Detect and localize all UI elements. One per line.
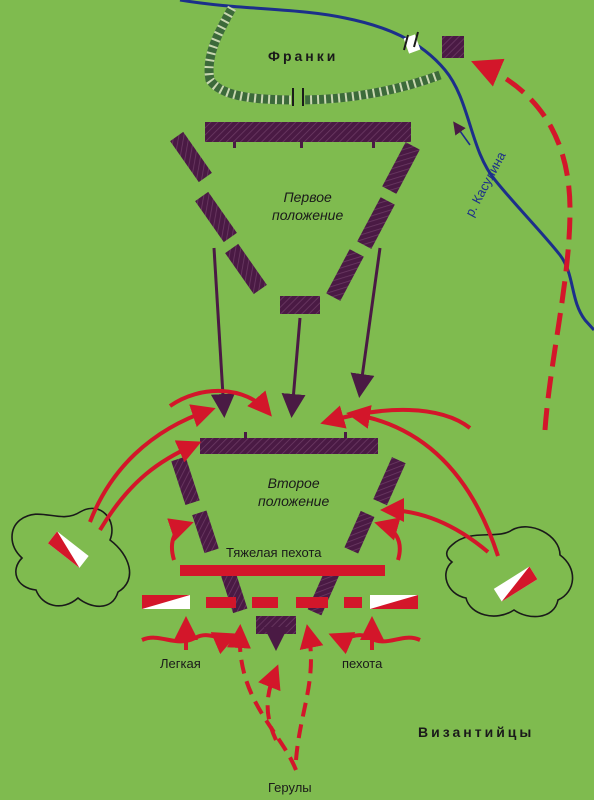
byzantine-left-cavalry: [11, 388, 272, 608]
byzantine-flank-route: [471, 58, 573, 431]
frankish-detachment: [442, 36, 464, 58]
label-heavy-infantry: Тяжелая пехота: [226, 545, 322, 560]
label-second-position-line1: Второе: [267, 475, 320, 491]
frankish-first-position: [170, 122, 420, 314]
heruli-arrows: [227, 624, 324, 771]
label-byzantines: Византийцы: [418, 724, 535, 740]
frankish-camp: [204, 5, 442, 106]
label-light-infantry-right: пехота: [342, 656, 383, 671]
frankish-second-position: [171, 432, 406, 651]
label-first-position-line2: положение: [272, 207, 344, 223]
byzantine-front-line: [142, 595, 418, 609]
label-first-position-line1: Первое: [283, 189, 332, 205]
river-label-arrow: [453, 121, 471, 146]
byzantine-right-cavalry: [320, 405, 574, 618]
label-first-position: Первое положение: [272, 188, 343, 224]
label-second-position-line2: положение: [258, 493, 330, 509]
label-franks: Франки: [268, 48, 339, 64]
label-light-infantry-left: Легкая: [160, 656, 201, 671]
label-second-position: Второе положение: [258, 474, 329, 510]
frankish-advance-arrows: [210, 247, 382, 418]
river-kasulina: [179, 0, 594, 332]
label-heruli: Герулы: [268, 780, 312, 795]
light-infantry-arrows: [141, 616, 421, 655]
byzantine-heavy-infantry: [167, 517, 402, 576]
